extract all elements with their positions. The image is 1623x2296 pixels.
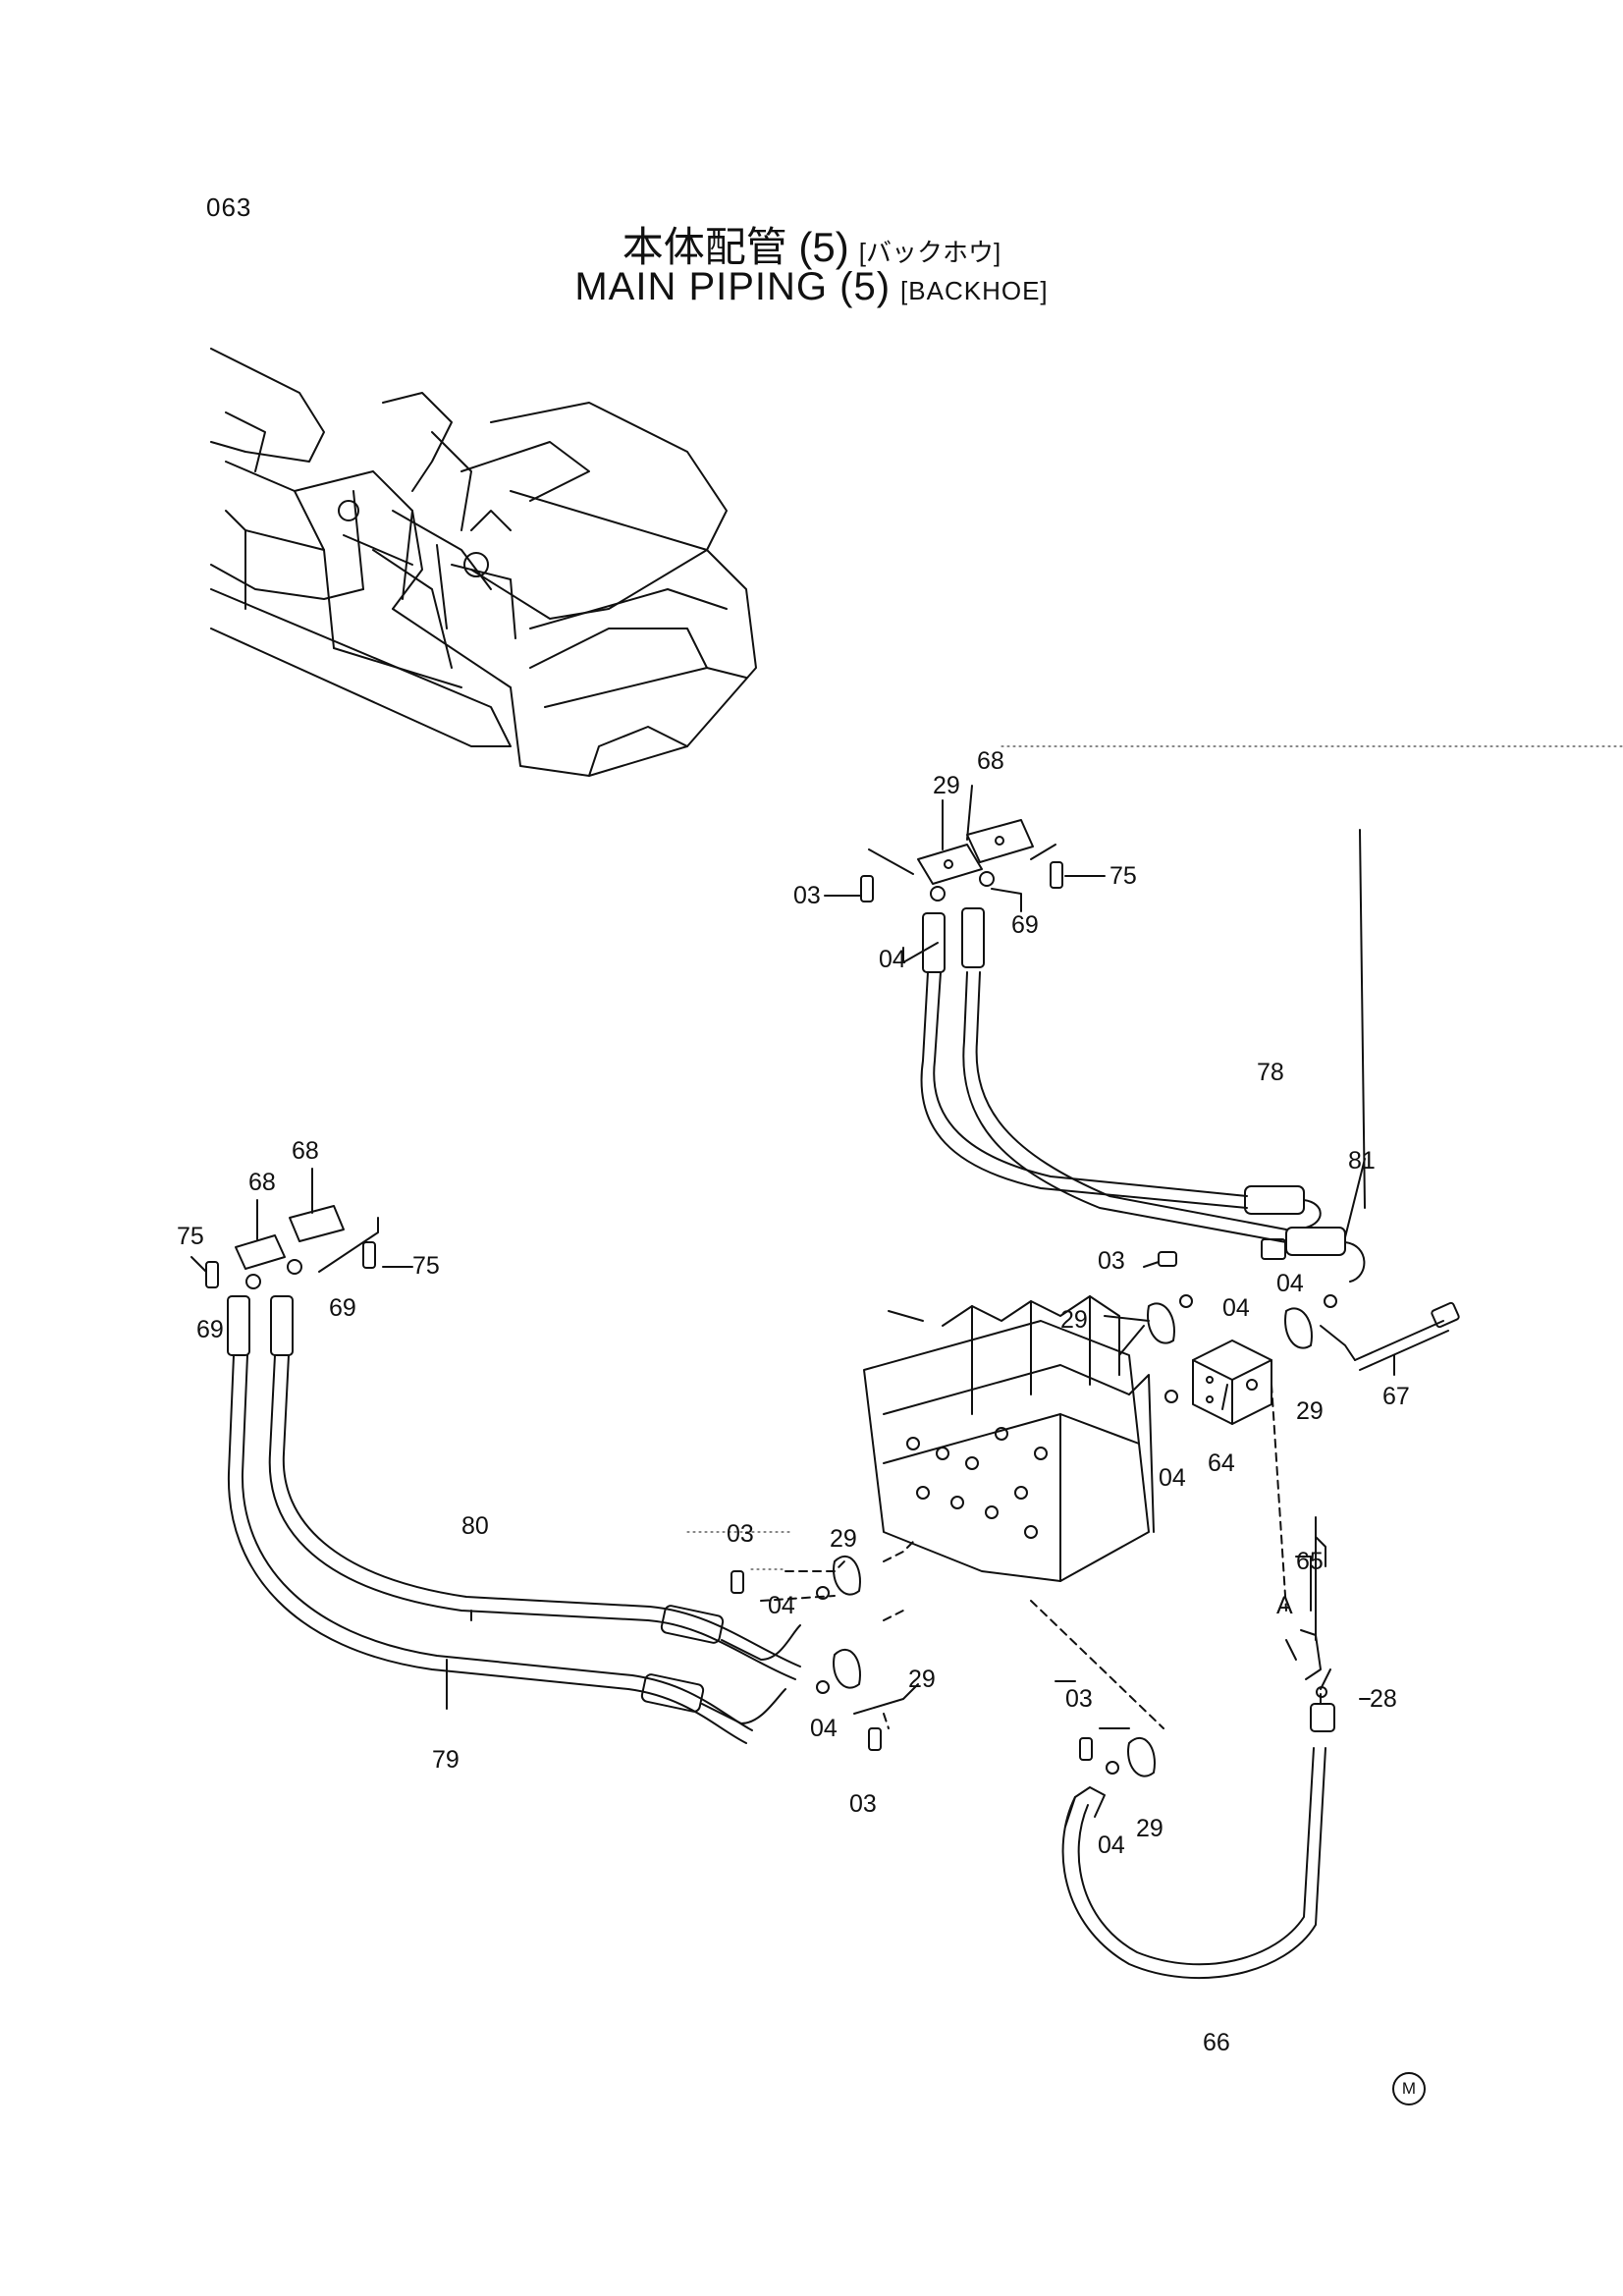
hose-81: [961, 907, 1366, 1283]
m-mark: M: [1392, 2072, 1426, 2105]
hose-78: [920, 912, 1322, 1229]
callout-04-valve: 04: [1159, 1464, 1186, 1492]
page-number: 063: [206, 192, 252, 222]
callout-04-mid-b: 04: [1276, 1270, 1304, 1297]
control-valve: [863, 1295, 1155, 1582]
callout-04-mid-a: 04: [1222, 1294, 1250, 1322]
callout-04-low-a: 04: [768, 1592, 795, 1619]
callout-03-top: 03: [793, 882, 821, 909]
callout-labels: 68 29 03 75 04 69 78 81 68 68 75 75 69 6…: [177, 747, 1410, 2056]
flange-68-left-b: [289, 1205, 345, 1242]
title-jp-sub: [バックホウ]: [858, 238, 1001, 267]
machine-overview: [210, 348, 757, 777]
callout-79: 79: [432, 1746, 460, 1774]
callout-75-left-b: 75: [412, 1252, 440, 1280]
callout-29-mid-a: 29: [1060, 1306, 1088, 1334]
title-en-main: MAIN PIPING (5): [574, 265, 892, 308]
callout-65: 65: [1296, 1548, 1324, 1575]
hose-79: [227, 1295, 786, 1744]
callout-68-left-a: 68: [248, 1169, 276, 1196]
callout-03-low-a: 03: [727, 1520, 754, 1548]
bolt-67: [1354, 1320, 1444, 1361]
hose-80: [268, 1295, 801, 1680]
flange-29-top: [917, 844, 983, 885]
flange-68-left-a: [235, 1234, 286, 1270]
title-en-sub: [BACKHOE]: [900, 276, 1049, 305]
block-64: [1192, 1339, 1272, 1425]
callout-64: 64: [1208, 1449, 1235, 1477]
callout-03-mid: 03: [1098, 1247, 1125, 1275]
callout-29-low-b: 29: [908, 1666, 936, 1693]
callout-04-low-c: 04: [1098, 1831, 1125, 1859]
callout-29-low-a: 29: [830, 1525, 857, 1553]
callout-69-top: 69: [1011, 911, 1039, 939]
callout-03-low-c: 03: [1065, 1685, 1093, 1713]
callout-03-low-b: 03: [849, 1790, 877, 1818]
callout-69-left-b: 69: [329, 1294, 356, 1322]
callout-81: 81: [1348, 1147, 1376, 1175]
page-title-english: MAIN PIPING (5) [BACKHOE]: [0, 265, 1623, 309]
callout-68-left-b: 68: [292, 1137, 319, 1165]
callout-29-top: 29: [933, 772, 960, 799]
callout-75-top: 75: [1109, 862, 1137, 890]
callout-78: 78: [1257, 1059, 1284, 1086]
callout-28: 28: [1370, 1685, 1397, 1713]
title-jp-main: 本体配管 (5): [622, 224, 849, 270]
page-title-japanese: 本体配管 (5) [バックホウ]: [0, 214, 1623, 274]
callout-69-left-a: 69: [196, 1316, 224, 1343]
callout-68-top: 68: [977, 747, 1004, 775]
callout-04-top: 04: [879, 946, 906, 973]
callout-a: A: [1276, 1592, 1293, 1619]
callout-75-left-a: 75: [177, 1223, 204, 1250]
hose-66: [1061, 1693, 1335, 1980]
callout-66: 66: [1203, 2029, 1230, 2056]
callout-80: 80: [461, 1512, 489, 1540]
callout-29-low-c: 29: [1136, 1815, 1163, 1842]
callout-04-low-b: 04: [810, 1715, 838, 1742]
flange-68-top: [966, 819, 1034, 863]
callout-67: 67: [1382, 1383, 1410, 1410]
callout-29-mid-b: 29: [1296, 1397, 1324, 1425]
